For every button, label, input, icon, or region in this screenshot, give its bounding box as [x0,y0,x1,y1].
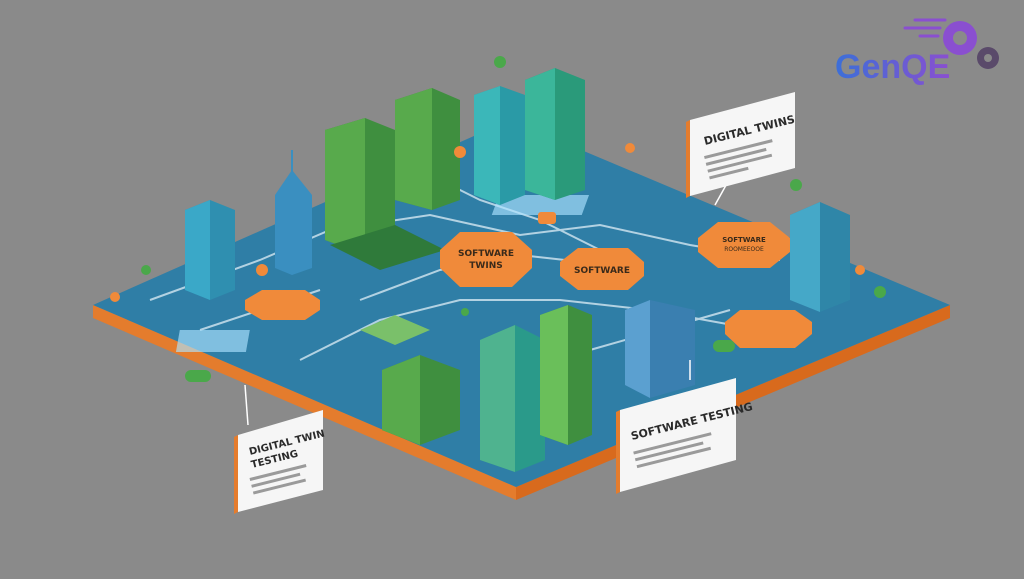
sign-digital-twin-testing: DIGITAL TWIN TESTING [234,384,326,514]
svg-text:ROOMEEOOE: ROOMEEOOE [724,246,764,253]
building-spire [275,150,312,275]
logo-text: GenQE [835,48,950,86]
node-markers [110,56,886,382]
hex-labels: SOFTWARE TWINS SOFTWARE SOFTWARE ROOMEEO… [245,222,812,348]
hex-bottom-right [725,310,812,348]
buildings [185,68,850,472]
hex-top-right: SOFTWARE ROOMEEOOE [698,222,790,268]
genqe-logo: GenQE [835,18,999,86]
svg-text:SOFTWARE: SOFTWARE [722,236,766,244]
sign-digital-twins: DIGITAL TWINS [686,92,796,206]
sign-software-testing: SOFTWARE TESTING [616,360,754,494]
speed-lines-icon [903,18,947,38]
building-green-cluster [325,88,460,270]
hex-software-twins: SOFTWARE TWINS [440,232,532,287]
svg-text:SOFTWARE: SOFTWARE [458,249,514,259]
hex-software-text: SOFTWARE [574,266,630,276]
hex-left [245,290,320,320]
building-teal-towers [474,68,585,205]
gear-icon [943,21,999,69]
hex-software: SOFTWARE [560,248,644,290]
building-left [185,200,235,300]
building-right [790,202,850,312]
building-bottom-cluster [360,300,695,472]
svg-text:TWINS: TWINS [469,261,502,271]
